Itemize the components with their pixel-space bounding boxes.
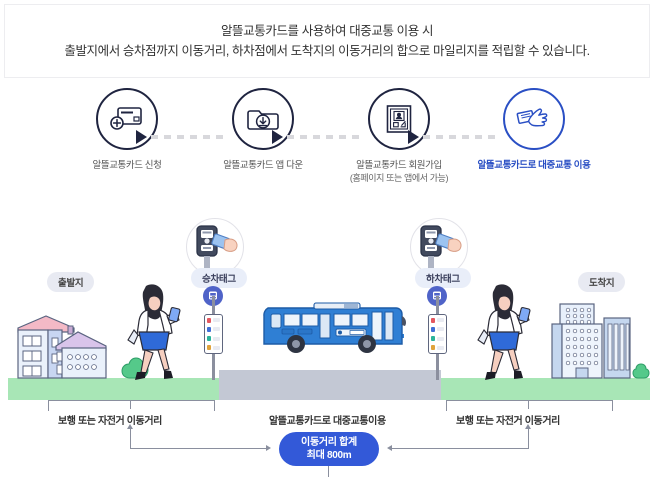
bus-glyph-icon	[433, 291, 441, 300]
step-membership-signup[interactable]: 알뜰교통카드 회원가입 (홈페이지 또는 앱에서 가능)	[335, 88, 463, 185]
bus-glyph-icon	[209, 291, 217, 300]
right-connector-arrow	[525, 424, 531, 429]
step-3-label: 알뜰교통카드 회원가입	[356, 160, 442, 171]
step-1-circle	[96, 88, 158, 150]
origin-pill: 출발지	[47, 272, 95, 292]
left-bracket-stem	[130, 400, 132, 409]
left-connector-arrow	[127, 424, 133, 429]
right-connector-stem	[528, 428, 530, 449]
notice-line-1: 알뜰교통카드를 사용하여 대중교통 이용 시	[220, 24, 434, 38]
right-connector-arrowhead	[387, 445, 392, 451]
pedestrian-origin-art	[127, 284, 181, 380]
board-card-reader-icon	[196, 225, 238, 268]
step-1-label: 알뜰교통카드 신청	[92, 160, 162, 171]
notice-line-2: 출발지에서 승차점까지 이동거리, 하차점에서 도착지의 이동거리의 합으로 마…	[64, 44, 590, 58]
distance-brackets: 보행 또는 자전거 이동거리 알뜰교통카드로 대중교통이용 보행 또는 자전거 …	[0, 398, 658, 479]
stop-route-row	[207, 345, 220, 351]
right-bracket-label: 보행 또는 자전거 이동거리	[456, 416, 560, 427]
left-connector-arrowhead	[266, 445, 271, 451]
badge-line-2: 최대 800m	[306, 450, 352, 461]
right-bracket	[446, 400, 613, 411]
total-distance-badge: 이동거리 합계 최대 800m	[279, 432, 379, 466]
right-bracket-stem	[528, 400, 530, 409]
stop-route-row	[431, 317, 444, 323]
step-3-circle	[368, 88, 430, 150]
left-connector-line	[130, 448, 266, 450]
pedestrian-destination-art	[477, 284, 531, 380]
road-top	[219, 370, 441, 379]
step-arrow-1	[136, 130, 224, 144]
road-band	[219, 378, 441, 400]
step-2-label: 알뜰교통카드 앱 다운	[223, 160, 303, 171]
stop-route-board	[204, 314, 223, 354]
right-connector-line	[392, 448, 528, 450]
stop-route-row	[431, 336, 444, 342]
stop-route-board	[428, 314, 447, 354]
step-arrow-2	[272, 130, 360, 144]
step-use-transit[interactable]: 알뜰교통카드로 대중교통 이용	[470, 88, 598, 172]
stop-route-row	[207, 317, 220, 323]
step-3-caption: 알뜰교통카드 회원가입 (홈페이지 또는 앱에서 가능)	[335, 159, 463, 185]
alight-tag-pill: 하차태그	[415, 268, 471, 288]
badge-line-1: 이동거리 합계	[301, 437, 357, 448]
office-buildings-art	[551, 303, 650, 379]
step-flow: 알뜰교통카드 신청 알뜰교통카드 앱 다운	[0, 88, 658, 188]
step-app-download[interactable]: 알뜰교통카드 앱 다운	[199, 88, 327, 172]
step-arrow-3	[408, 130, 496, 144]
step-3-sublabel: (홈페이지 또는 앱에서 가능)	[349, 173, 449, 183]
arrow-dashes	[287, 135, 359, 139]
arrow-dashes	[423, 135, 495, 139]
center-transit-label: 알뜰교통카드로 대중교통이용	[269, 416, 386, 427]
stop-route-row	[207, 336, 220, 342]
step-4-caption: 알뜰교통카드로 대중교통 이용	[470, 159, 598, 172]
notice-box: 알뜰교통카드를 사용하여 대중교통 이용 시 출발지에서 승차점까지 이동거리,…	[4, 4, 650, 78]
bus-stop-sign-right	[424, 286, 450, 382]
left-bracket-label: 보행 또는 자전거 이동거리	[58, 416, 162, 427]
residential-buildings-art	[17, 315, 107, 379]
app-download-icon	[247, 110, 279, 130]
stop-route-row	[207, 326, 220, 332]
stop-route-row	[431, 326, 444, 332]
card-add-icon	[110, 107, 142, 130]
alight-card-reader-icon	[420, 225, 462, 268]
step-card-application[interactable]: 알뜰교통카드 신청	[63, 88, 191, 172]
step-2-caption: 알뜰교통카드 앱 다운	[199, 159, 327, 172]
membership-id-icon	[386, 105, 412, 133]
bus-art	[263, 302, 406, 353]
left-connector-stem	[130, 428, 132, 449]
step-1-caption: 알뜰교통카드 신청	[63, 159, 191, 172]
destination-pill: 도착지	[578, 272, 626, 292]
arrow-dashes	[151, 135, 223, 139]
arrow-head-icon	[136, 130, 147, 144]
journey-scene: 출발지 도착지	[0, 210, 658, 400]
bus-stop-sign-left	[200, 286, 226, 382]
stop-route-row	[431, 345, 444, 351]
arrow-head-icon	[408, 130, 419, 144]
step-2-circle	[232, 88, 294, 150]
step-4-label: 알뜰교통카드로 대중교통 이용	[477, 160, 591, 171]
arrow-head-icon	[272, 130, 283, 144]
board-tag-pill: 승차태그	[191, 268, 247, 288]
step-4-circle	[503, 88, 565, 150]
hand-card-tag-icon	[516, 108, 548, 127]
left-bracket	[48, 400, 215, 411]
badge-bottom-stem	[328, 466, 330, 477]
